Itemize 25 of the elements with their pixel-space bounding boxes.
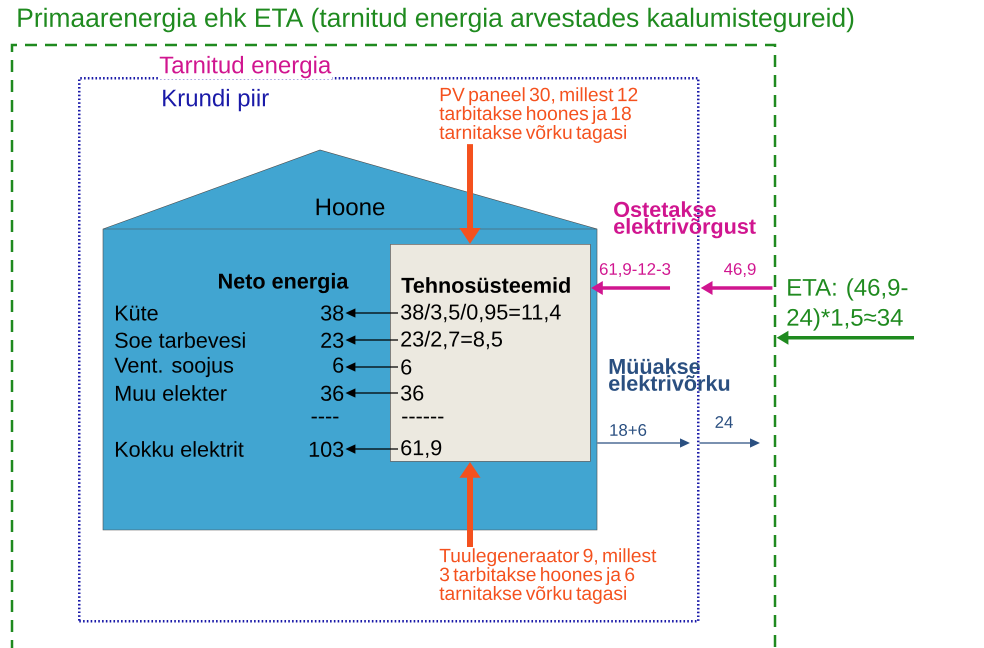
separator-text: ------ — [402, 416, 444, 418]
flow-heading: Ostetakse elektrivõrgust — [614, 201, 756, 238]
separator-text: ---- — [312, 416, 338, 418]
source-note: Tuulegeneraator 9, millest 3 tarbitakse hoones ja 6 tarnitakse võrku tagasi — [440, 548, 656, 604]
value-text: 61,9 — [401, 440, 442, 458]
energy-row: Kokku elektrit 103 — [116, 441, 344, 457]
value-text: 23/2,7=8,5 — [401, 330, 502, 350]
energy-row: Soe tarbevesi 23 — [115, 332, 344, 348]
value-text: 36 — [401, 385, 424, 401]
energy-row: Muu elekter 36 — [116, 385, 344, 401]
edge-label: 24 — [714, 415, 734, 429]
node-label: Tarnitud energia — [160, 56, 332, 78]
title: Primaarenergia ehk ETA (tarnitud energia arvestades kaalumistegureid) — [18, 8, 854, 32]
formula-note: ETA: (46,9-24)*1,5≈34 — [787, 278, 908, 331]
flow-heading: Müüakse elektrivõrku — [609, 358, 730, 391]
energy-row: Vent. soojus 6 — [114, 356, 344, 378]
source-note: PV paneel 30, millest 12 tarbitakse hoones ja 18 tarnitakse võrku tagasi — [440, 87, 638, 143]
value-text: 38/3,5/0,95=11,4 — [401, 304, 561, 322]
edge-label: 61,9-12-3 — [598, 262, 672, 278]
column-heading: Neto energia — [219, 272, 349, 294]
edge-label: 46,9 — [722, 262, 758, 278]
energy-row: Küte 38 — [116, 305, 344, 321]
value-text: 6 — [401, 359, 412, 375]
dashed-boundary — [10, 44, 776, 648]
edge-label: 18+6 — [608, 423, 648, 437]
